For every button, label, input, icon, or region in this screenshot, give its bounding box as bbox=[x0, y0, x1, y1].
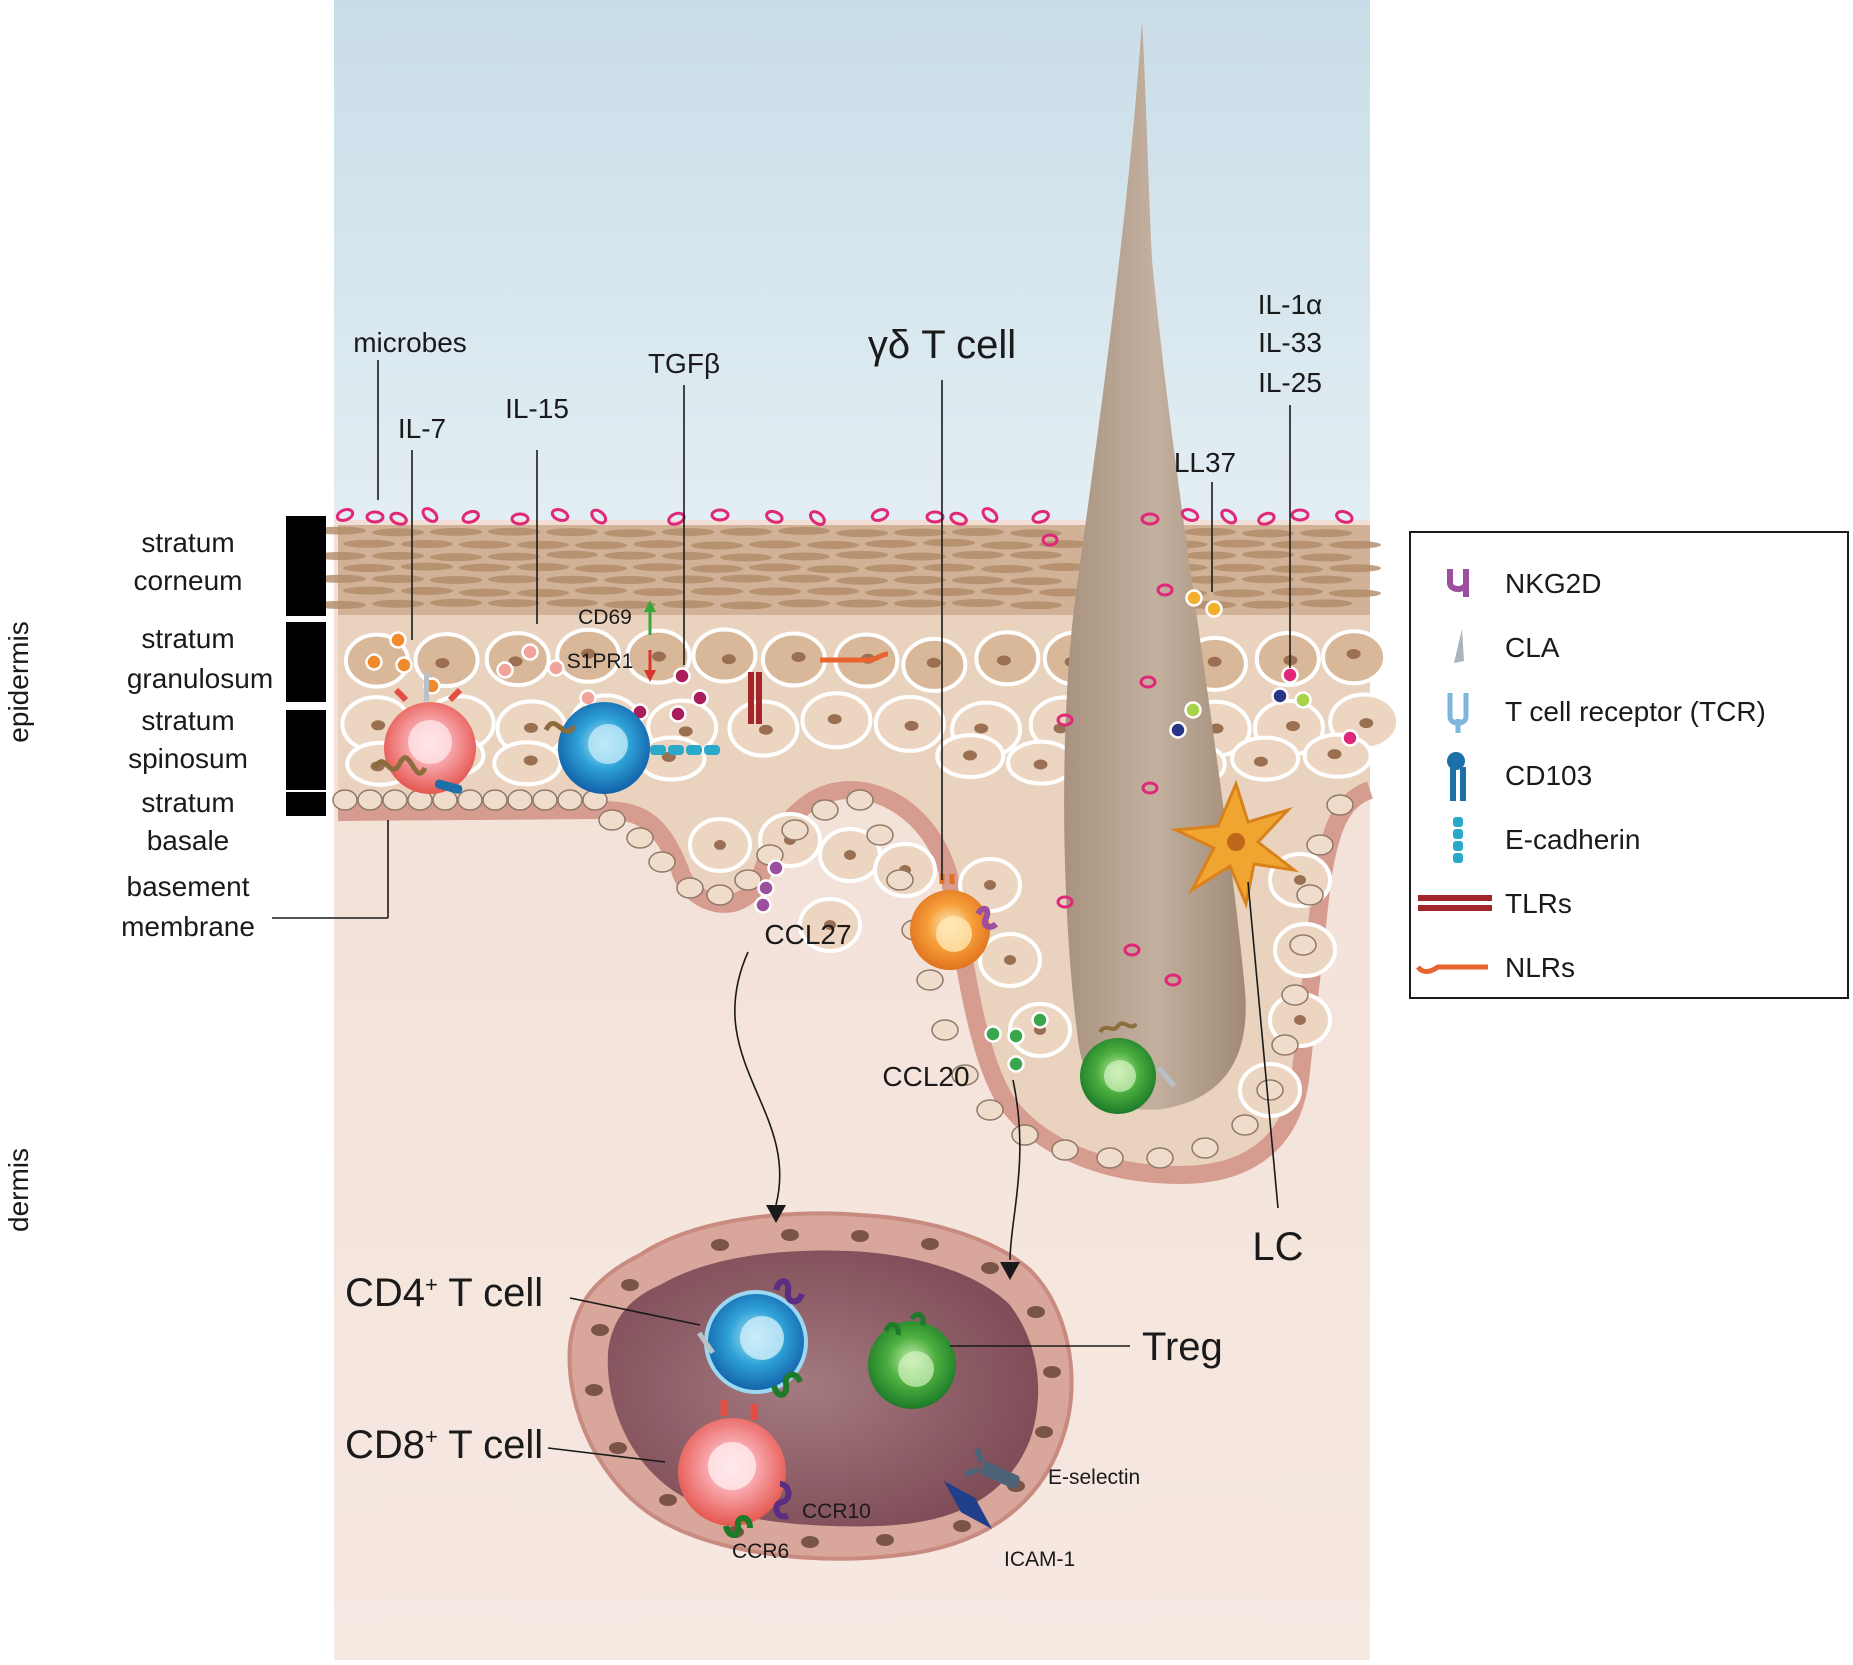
stratum-basale-label-2: basale bbox=[147, 825, 230, 856]
stratum-spinosum-label-2: spinosum bbox=[128, 743, 248, 774]
cd8-t-cell-label: CD8+ T cell bbox=[345, 1423, 543, 1467]
e-cadherin-icon bbox=[1453, 817, 1463, 863]
ccr6-label: CCR6 bbox=[732, 1540, 789, 1563]
tcr-icon bbox=[1447, 693, 1469, 733]
icam-1-label: ICAM-1 bbox=[1004, 1548, 1075, 1571]
ccl20-migration-arrow bbox=[1009, 1079, 1021, 1261]
cd8-resident-cell bbox=[372, 673, 476, 794]
gamma-delta-t-cell bbox=[910, 874, 999, 970]
nlr-icon bbox=[1416, 964, 1488, 975]
e-selectin-label: E-selectin bbox=[1048, 1466, 1140, 1489]
lc-label: LC bbox=[1252, 1225, 1303, 1269]
il15-label: IL-15 bbox=[505, 393, 569, 424]
s1pr1-arrowhead bbox=[644, 670, 656, 682]
basement-membrane-label-1: basement bbox=[127, 871, 250, 902]
stratum-granulosum-label-1: stratum bbox=[141, 623, 234, 654]
ccl20-arrowhead bbox=[1000, 1262, 1020, 1280]
cd4-resident-cell bbox=[543, 702, 720, 794]
basement-membrane-label-2: membrane bbox=[121, 911, 255, 942]
legend: NKG2D CLA T cell receptor (TCR) CD103E-cadh… bbox=[1409, 531, 1849, 999]
tlr-icon bbox=[1418, 895, 1492, 911]
legend-label: CD103 bbox=[1505, 760, 1592, 791]
legend-label: CLA bbox=[1505, 632, 1560, 663]
cd103-icon bbox=[1447, 752, 1466, 801]
gd-tcell-label: γδ T cell bbox=[868, 323, 1016, 367]
legend-label: TLRs bbox=[1505, 888, 1572, 919]
microbes bbox=[335, 507, 1354, 987]
legend-label: E-cadherin bbox=[1505, 824, 1640, 855]
stratum-corneum-label-1: stratum bbox=[141, 527, 234, 558]
nkg2d-icon bbox=[1447, 569, 1469, 597]
il33-label: IL-33 bbox=[1258, 327, 1322, 358]
vessel-lumen bbox=[607, 1250, 1039, 1527]
legend-label: NLRs bbox=[1505, 952, 1575, 983]
leader-lines bbox=[22, 360, 1291, 1650]
il7-label: IL-7 bbox=[398, 413, 446, 444]
cytokine-dots bbox=[365, 589, 1359, 1073]
dermis-label: dermis bbox=[3, 1148, 34, 1232]
ccr10-label: CCR10 bbox=[802, 1500, 871, 1523]
ccl27-arrowhead bbox=[766, 1205, 786, 1223]
cla-icon bbox=[1454, 629, 1464, 663]
cd4-t-cell-label: CD4+ T cell bbox=[345, 1271, 543, 1315]
ccl20-label: CCL20 bbox=[882, 1061, 969, 1092]
cd69-arrowhead bbox=[644, 600, 656, 612]
cd69-label: CD69 bbox=[578, 606, 632, 629]
ccl27-migration-arrow bbox=[734, 951, 781, 1206]
langerhans-cell bbox=[1170, 779, 1300, 910]
tgfb-label: TGFβ bbox=[648, 348, 720, 379]
icam-1-molecule bbox=[943, 1480, 993, 1530]
treg-resident-cell bbox=[1080, 1021, 1177, 1114]
cd8-t-cell-vessel bbox=[678, 1400, 792, 1538]
stratum-spinosum-label-1: stratum bbox=[141, 705, 234, 736]
s1pr1-label: S1PR1 bbox=[567, 650, 634, 673]
microbes-label: microbes bbox=[353, 327, 467, 358]
treg-cell-vessel bbox=[868, 1311, 956, 1409]
ll37-label: LL37 bbox=[1174, 447, 1236, 478]
cd4-t-cell-vessel bbox=[697, 1278, 808, 1398]
epidermis-label: epidermis bbox=[3, 621, 34, 742]
legend-label: NKG2D bbox=[1505, 568, 1601, 599]
legend-box bbox=[1409, 531, 1849, 999]
e-selectin-molecule bbox=[964, 1447, 1020, 1489]
treg-label: Treg bbox=[1142, 1325, 1223, 1369]
il1a-label: IL-1α bbox=[1258, 289, 1322, 320]
il25-label: IL-25 bbox=[1258, 367, 1322, 398]
corneum-flakes bbox=[314, 526, 1381, 610]
stratum-basale-label-1: stratum bbox=[141, 787, 234, 818]
basal-cells bbox=[332, 789, 1354, 1169]
legend-label: T cell receptor (TCR) bbox=[1505, 696, 1766, 727]
stratum-corneum-label-2: corneum bbox=[134, 565, 243, 596]
stratum-granulosum-label-2: granulosum bbox=[127, 663, 273, 694]
sky-background bbox=[334, 0, 1370, 525]
ccl27-label: CCL27 bbox=[764, 919, 851, 950]
